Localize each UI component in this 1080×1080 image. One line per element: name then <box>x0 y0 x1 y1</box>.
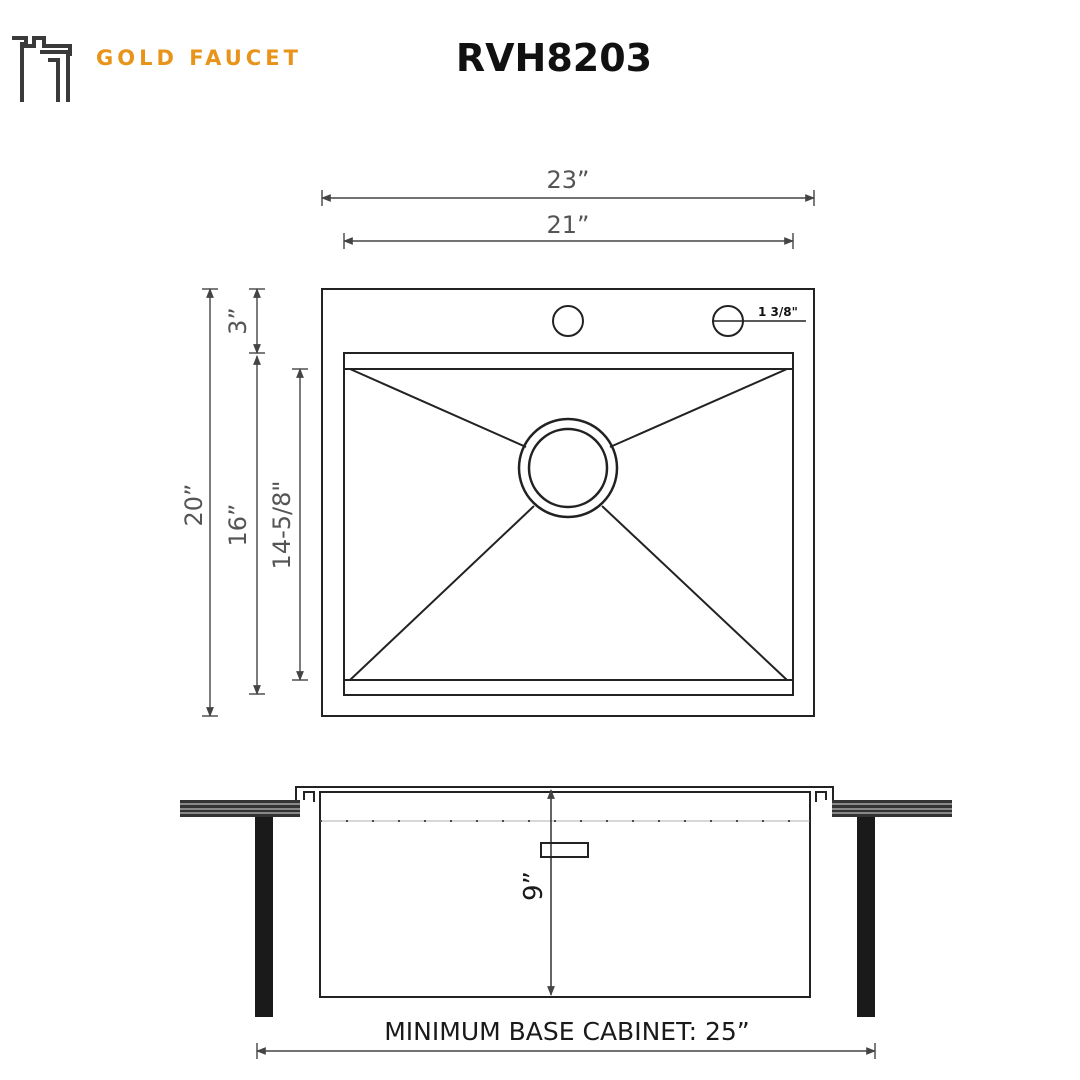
faucet-logo-icon <box>12 36 72 102</box>
cabinet-wall-left <box>255 817 273 1017</box>
bowl-length-label: 16” <box>224 504 252 547</box>
bowl-length-dimension <box>249 355 265 695</box>
bowl-inner-length-dimension <box>292 368 308 681</box>
model-number: RVH8203 <box>455 36 653 80</box>
bowl-width-dimension <box>343 233 794 249</box>
overall-depth-dimension <box>202 288 218 717</box>
faucet-hole <box>552 305 584 337</box>
brand-name: GOLD FAUCET <box>96 46 302 70</box>
bowl-inner-length-label: 14-5/8" <box>268 481 296 570</box>
bowl-outline <box>343 352 794 696</box>
cabinet-width-label: MINIMUM BASE CABINET: 25” <box>384 1017 750 1046</box>
sink-rim <box>295 786 834 800</box>
drain-inner-ring <box>527 427 609 509</box>
overall-width-label: 23” <box>547 166 590 194</box>
bowl-depth-label: 9” <box>519 871 549 901</box>
cabinet-width-dimension <box>256 1043 876 1059</box>
ledge-depth-label: 3” <box>224 307 252 335</box>
ledge-depth-dimension <box>249 288 265 354</box>
drain-outer-ring <box>517 417 619 519</box>
bowl-width-label: 21” <box>547 211 590 239</box>
overflow-slot <box>540 842 589 858</box>
sink-top-view <box>321 288 815 717</box>
overall-width-dimension <box>321 190 815 206</box>
hole-size-label: 1 3/8" <box>758 305 798 319</box>
cabinet-wall-right <box>857 817 875 1017</box>
sink-side-view: 9” MINIMUM BASE CABINET: 25” <box>180 786 952 1059</box>
overall-depth-label: 20” <box>180 484 208 527</box>
sink-basin-side <box>319 791 811 998</box>
sink-deck-outline <box>321 288 815 717</box>
